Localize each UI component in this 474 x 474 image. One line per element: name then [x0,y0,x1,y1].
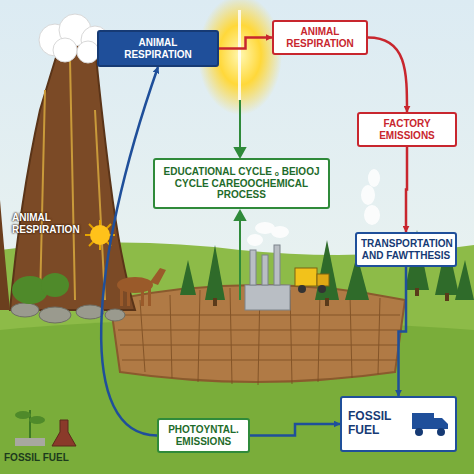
cycle-arrow [406,147,407,232]
node-text: FACTORY EMISSIONS [363,118,451,141]
node-text: EDUCATIONAL CYCLE ₒ BEIOOJ CYCLE CAREOOC… [161,166,322,201]
cycle-arrow [219,38,272,49]
cycle-arrow [399,267,407,396]
node-text: TRANSPORTATION AND FAWTTHESIS [361,238,451,261]
node-text: ANIMAL RESPIRATION [278,26,362,49]
process-box: TRANSPORTATION AND FAWTTHESIS [355,232,457,267]
cycle-arrow [250,424,340,436]
node-text: FOSSIL FUEL [348,410,407,438]
process-box: ANIMAL RESPIRATION [97,30,219,67]
process-box: ANIMAL RESPIRATION [272,20,368,55]
node-text: PHOTOYNTAL. EMISSIONS [163,424,244,447]
truck-icon [410,409,450,439]
process-box: FOSSIL FUEL [340,396,457,452]
node-text: ANIMAL RESPIRATION [104,37,212,60]
cycle-arrow [368,38,407,113]
process-box: PHOTOYNTAL. EMISSIONS [157,418,250,453]
region-label: FOSSIL FUEL [4,452,94,464]
cycle-arrow [101,67,158,436]
region-label: ANIMAL RESPIRATION [12,212,90,235]
process-box: FACTORY EMISSIONS [357,112,457,147]
process-box: EDUCATIONAL CYCLE ₒ BEIOOJ CYCLE CAREOOC… [153,158,330,209]
